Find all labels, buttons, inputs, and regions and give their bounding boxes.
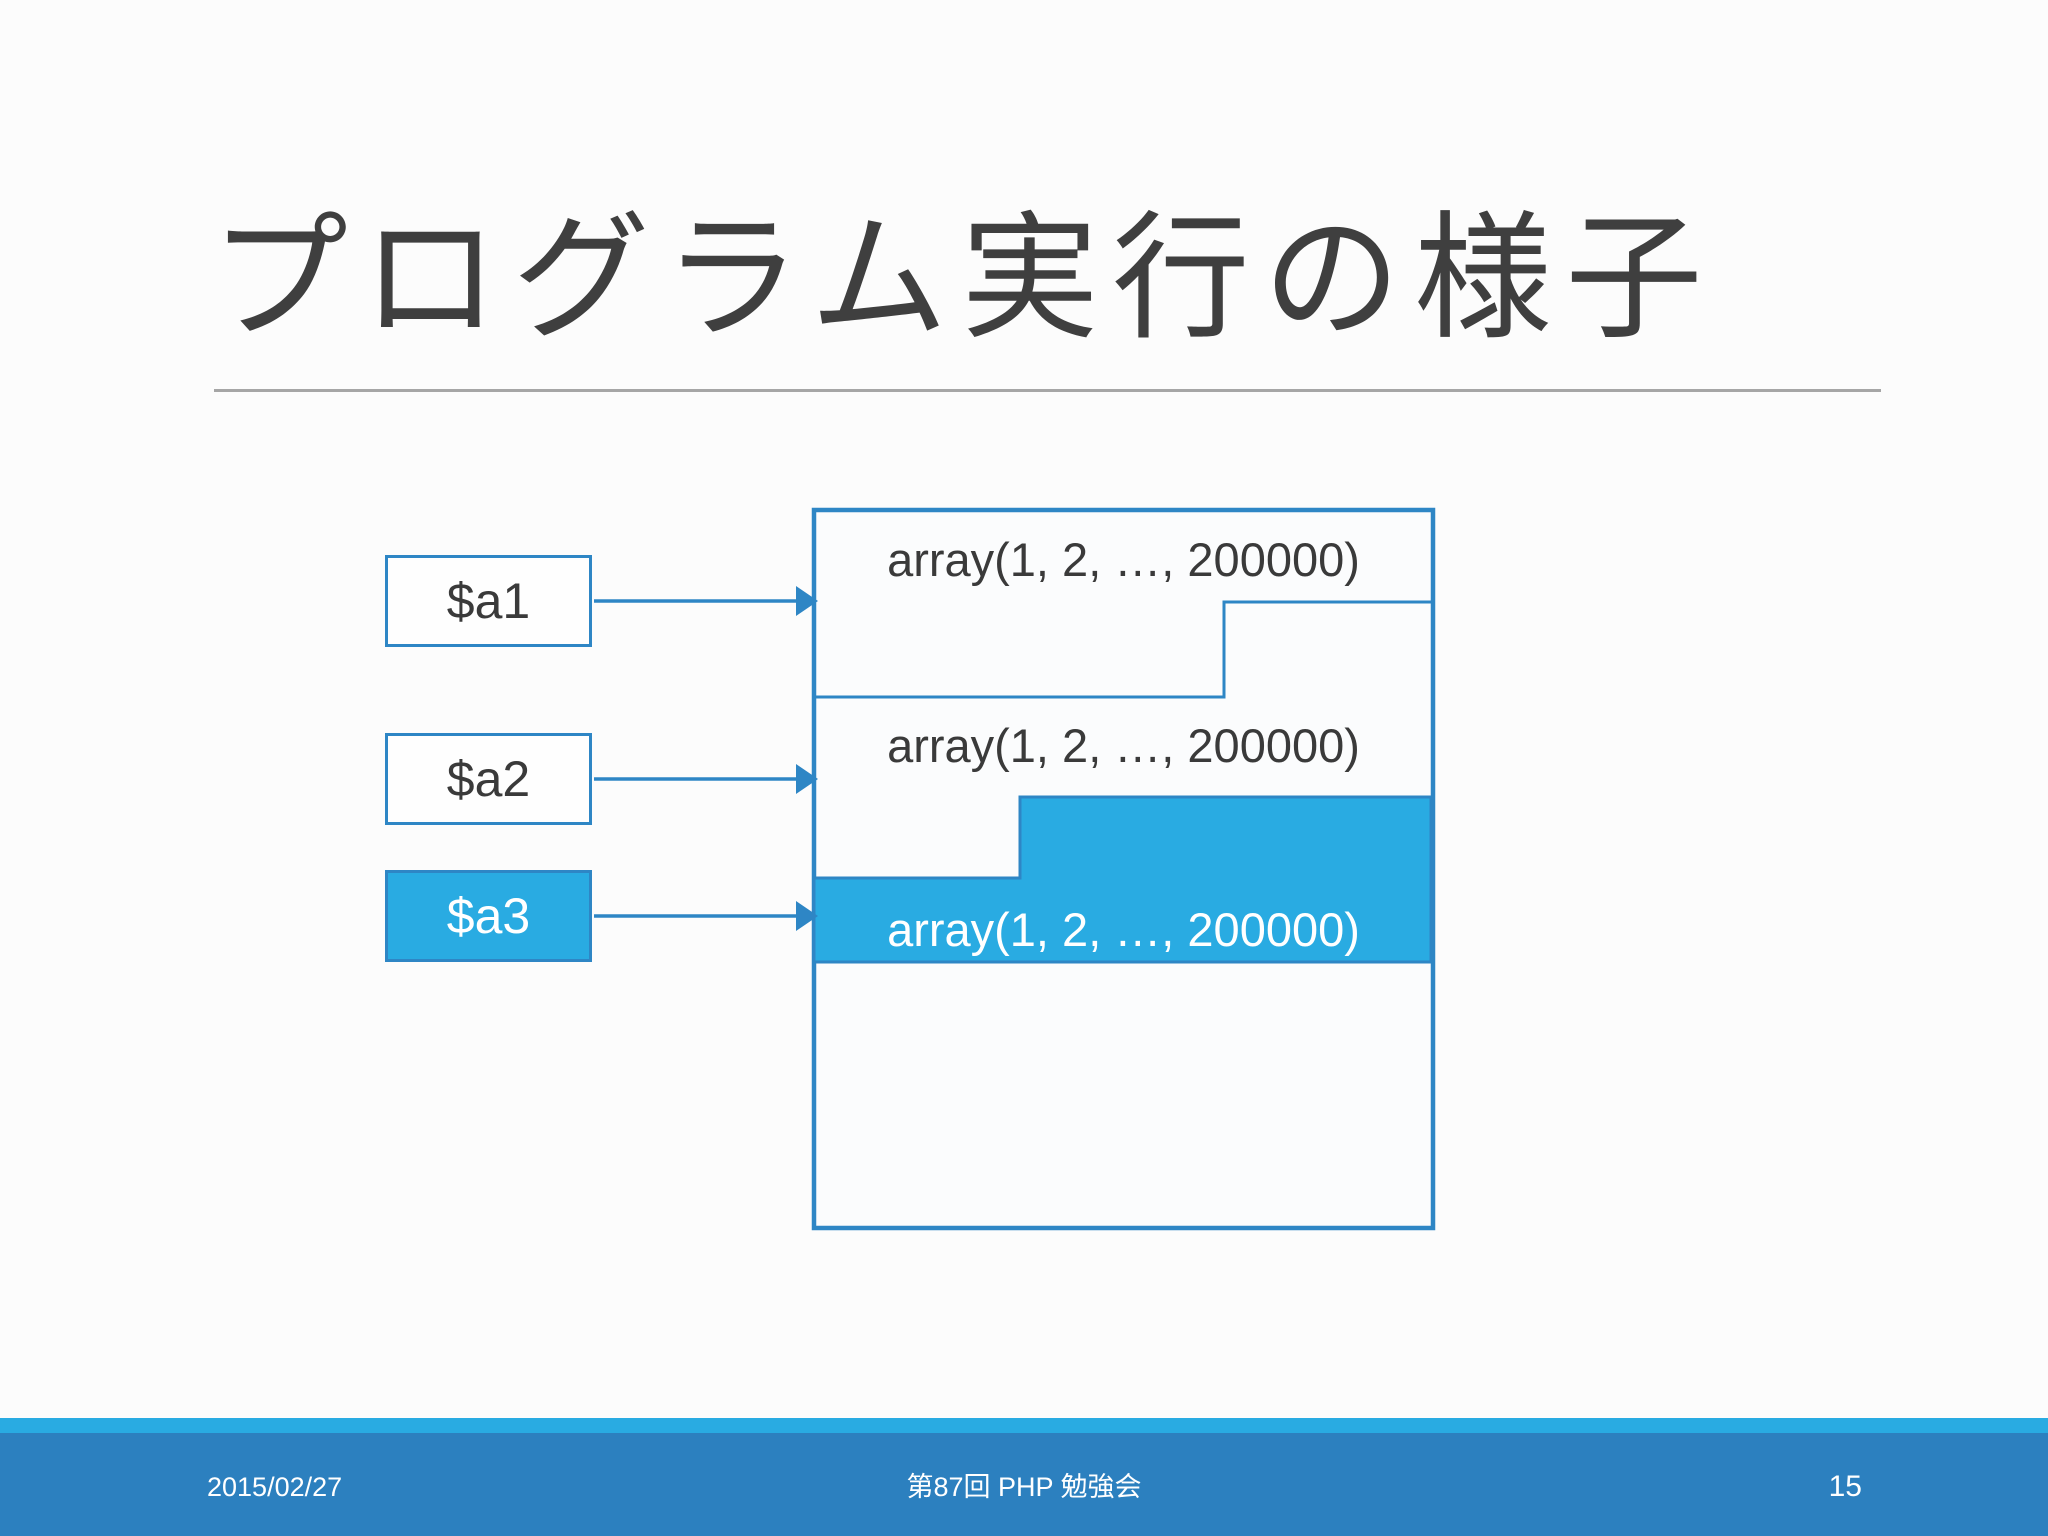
pointer-arrowhead-a1 [796,586,818,616]
variable-box-a2: $a2 [385,733,592,825]
variable-label-a3: $a3 [446,888,531,944]
memory-section-text-2: array(1, 2, …, 200000) [887,719,1360,772]
block-divider-step-1 [814,600,1431,699]
footer-band [0,1433,2048,1536]
allocated-block-highlighted [812,795,1433,964]
footer-date: 2015/02/27 [207,1472,343,1502]
memory-section-text-3: array(1, 2, …, 200000) [887,903,1360,956]
slide-title: プログラム実行の様子 [210,202,1716,356]
footer-page-number: 15 [1828,1470,1862,1503]
pointer-arrowhead-a2 [796,764,818,794]
footer-event-title: 第87回 PHP 勉強会 [906,1472,1142,1502]
title-underline-rule [214,389,1881,392]
pointer-arrowhead-a3 [796,901,818,931]
variable-label-a2: $a2 [446,751,531,807]
variable-box-a1: $a1 [385,555,592,647]
memory-section-text-1: array(1, 2, …, 200000) [887,533,1360,586]
variable-label-a1: $a1 [446,573,531,629]
variable-box-a3: $a3 [385,870,592,962]
footer-accent-strip [0,1418,2048,1433]
